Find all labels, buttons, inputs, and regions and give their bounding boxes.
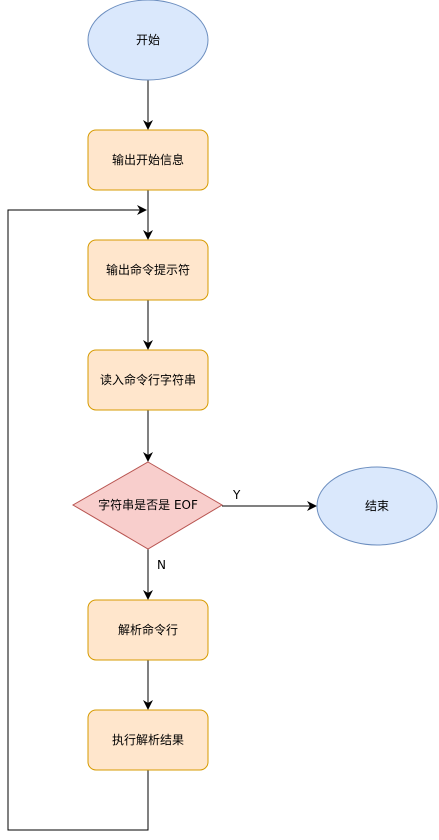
end-label: 结束 (365, 499, 389, 513)
print-welcome-label: 输出开始信息 (112, 152, 184, 167)
node-read-line: 读入命令行字符串 (87, 349, 209, 411)
is-eof-diamond (72, 461, 223, 550)
print-welcome-box (87, 129, 209, 191)
parse-box (87, 599, 209, 661)
parse-label: 解析命令行 (118, 622, 178, 637)
node-print-welcome: 输出开始信息 (87, 129, 209, 191)
start-ellipse (87, 0, 209, 81)
end-ellipse (316, 466, 438, 546)
node-execute: 执行解析结果 (87, 709, 209, 771)
node-end: 结束 (316, 466, 438, 546)
node-parse: 解析命令行 (87, 599, 209, 661)
edge-label-yes: Y (232, 488, 241, 502)
start-label: 开始 (136, 33, 160, 47)
edge-execute-loop-back (7, 205, 149, 831)
edges (7, 80, 317, 831)
execute-box (87, 709, 209, 771)
read-line-label: 读入命令行字符串 (100, 372, 196, 387)
is-eof-label: 字符串是否是 EOF (98, 497, 198, 512)
node-is-eof: 字符串是否是 EOF (72, 461, 223, 550)
print-prompt-box (87, 239, 209, 301)
print-prompt-label: 输出命令提示符 (106, 262, 190, 277)
node-start: 开始 (87, 0, 209, 81)
read-line-box (87, 349, 209, 411)
edge-label-no: N (157, 558, 166, 572)
node-print-prompt: 输出命令提示符 (87, 239, 209, 301)
execute-label: 执行解析结果 (112, 733, 184, 747)
